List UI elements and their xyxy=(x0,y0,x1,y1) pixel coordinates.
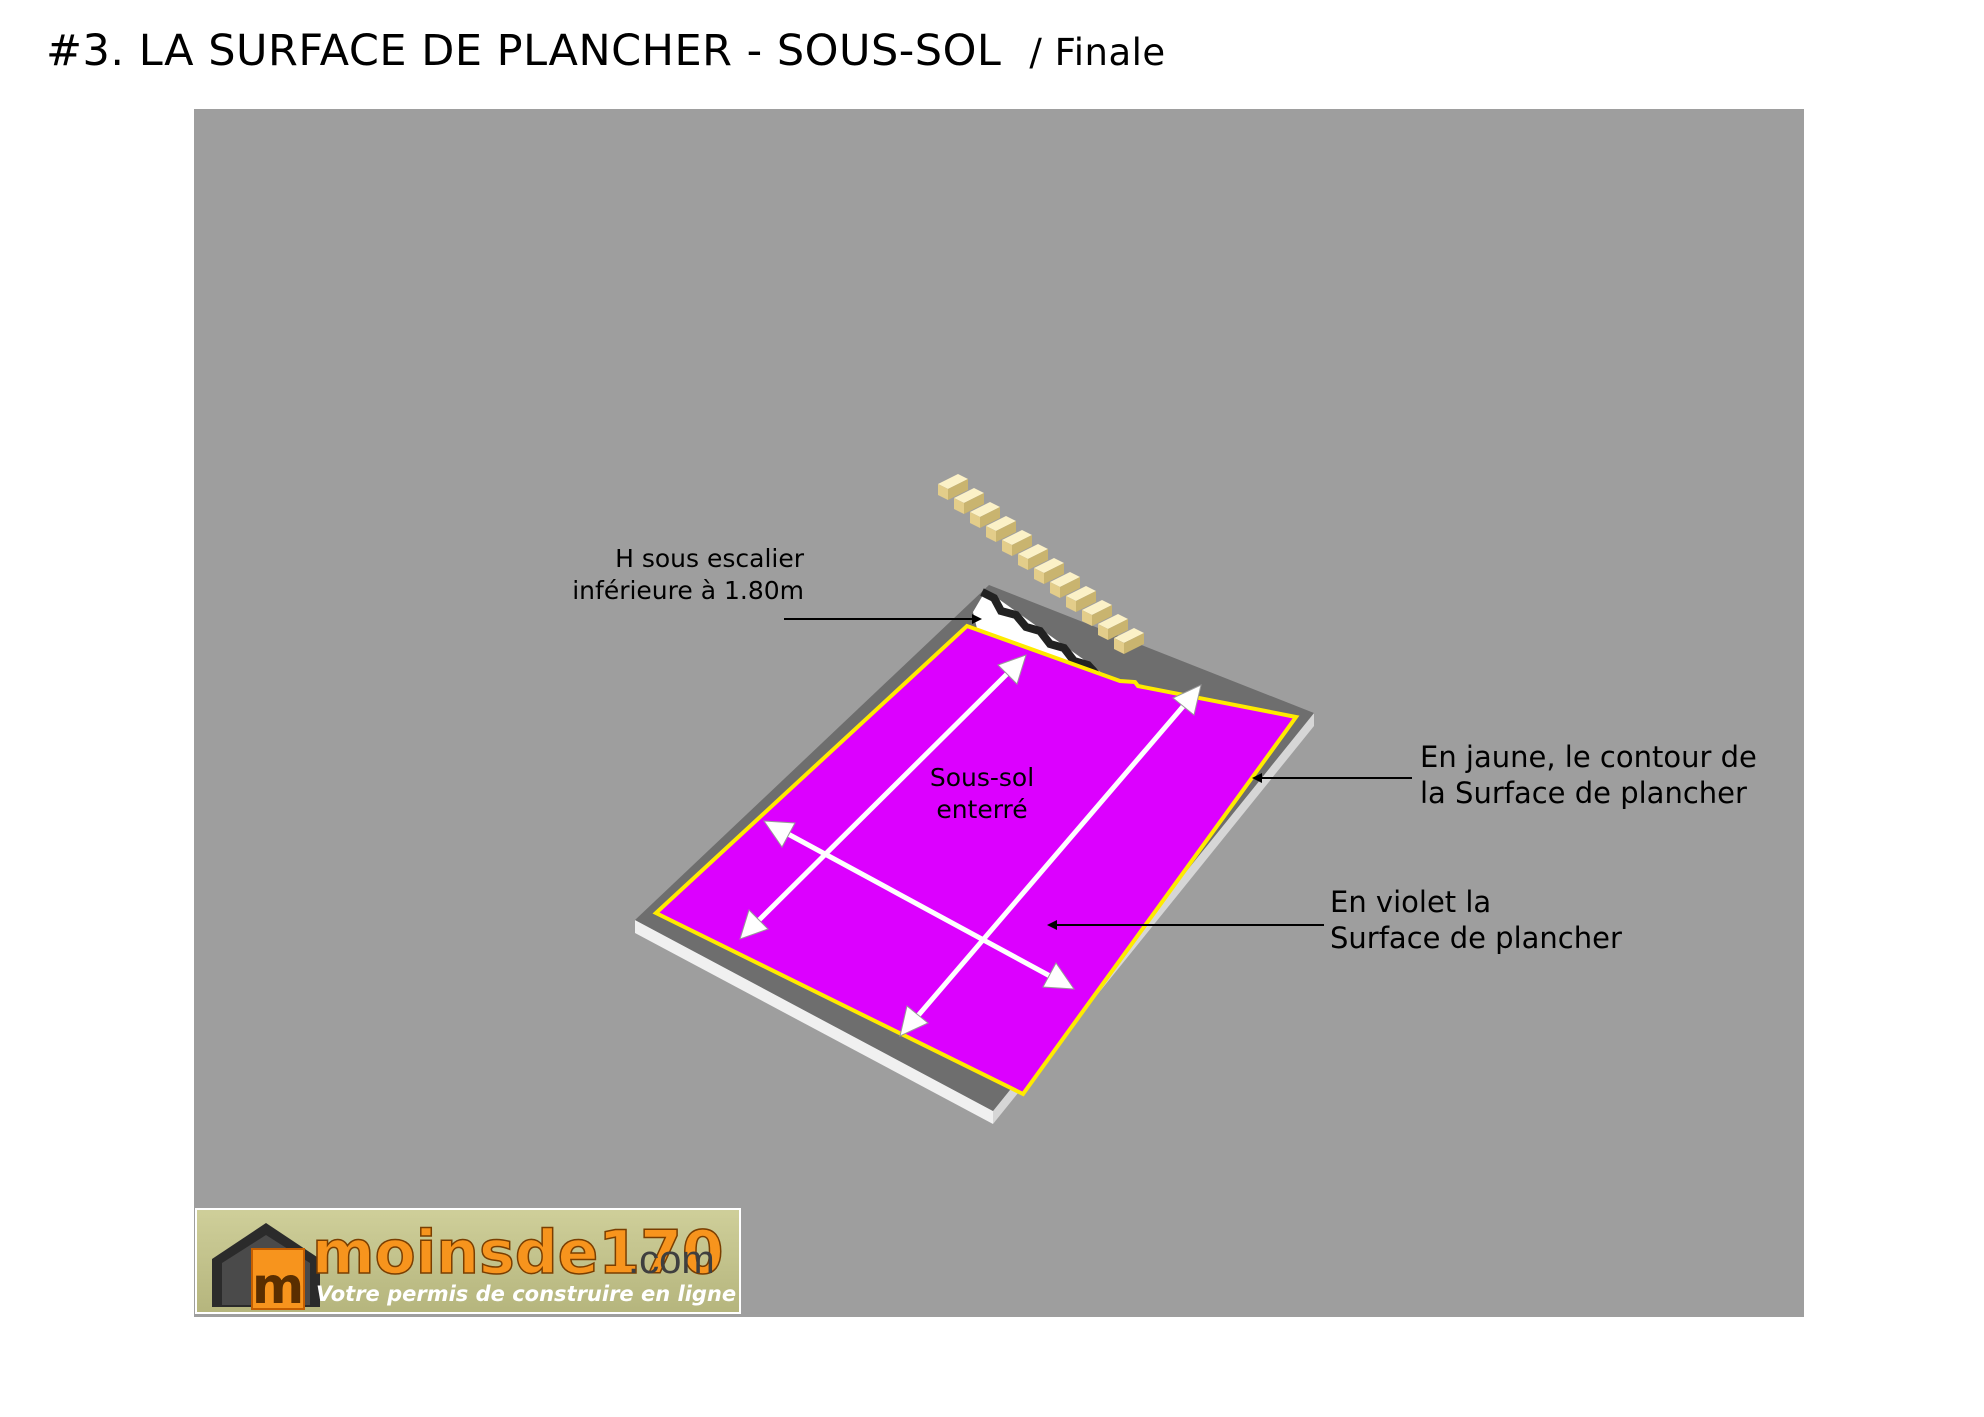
page-subtitle: / Finale xyxy=(1029,31,1166,74)
stair-label-line1: H sous escalier xyxy=(615,544,805,573)
page-title: #3. LA SURFACE DE PLANCHER - SOUS-SOL/ F… xyxy=(46,30,1166,73)
stair-underside-shadow xyxy=(980,588,1114,685)
house-logo-icon: m xyxy=(212,1223,320,1315)
dimension-arrow-right xyxy=(899,684,1202,1037)
room-label-line1: Sous-sol xyxy=(930,763,1034,792)
staircase xyxy=(938,474,1144,654)
brand-logo: m moinsde170 .com Votre permis de constr… xyxy=(195,1208,741,1315)
slab-front-edge xyxy=(635,920,993,1124)
dimension-arrow-left xyxy=(739,654,1027,940)
yellow-label-line1: En jaune, le contour de xyxy=(1420,740,1757,774)
yellow-label-line2: la Surface de plancher xyxy=(1420,776,1747,810)
dimension-arrows xyxy=(739,654,1202,1037)
room-label-line2: enterré xyxy=(936,795,1027,824)
logo-tagline: Votre permis de construire en ligne xyxy=(316,1282,736,1306)
logo-brand-text: moinsde170 xyxy=(312,1218,724,1288)
violet-label-line2: Surface de plancher xyxy=(1330,921,1622,955)
violet-label-line1: En violet la xyxy=(1330,885,1491,919)
stair-label-line2: inférieure à 1.80m xyxy=(572,576,804,605)
page-title-text: #3. LA SURFACE DE PLANCHER - SOUS-SOL xyxy=(46,26,1002,76)
logo-domain-text: .com xyxy=(628,1238,715,1282)
dimension-arrow-cross xyxy=(763,820,1075,990)
floor-area-polygon xyxy=(652,623,1300,1097)
logo-emblem-letter: m xyxy=(252,1257,304,1315)
floor-plan-diagram: H sous escalier inférieure à 1.80m Sous-… xyxy=(194,109,1804,1317)
